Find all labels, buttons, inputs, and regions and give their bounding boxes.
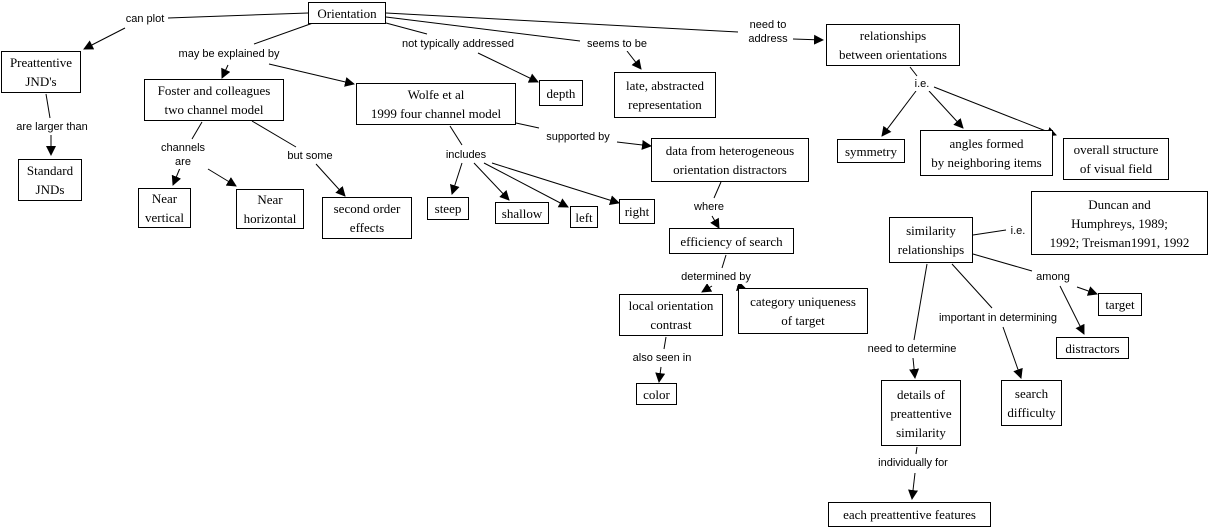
node-details-preattentive-similarity[interactable]: details of preattentive similarity — [881, 380, 961, 446]
edge-line — [483, 162, 569, 208]
edge-line — [491, 162, 620, 206]
edge-line — [951, 263, 993, 309]
node-depth[interactable]: depth — [539, 80, 583, 106]
node-shallow[interactable]: shallow — [495, 202, 549, 224]
node-orientation[interactable]: Orientation — [308, 2, 386, 24]
node-angles-formed[interactable]: angles formed by neighboring items — [920, 130, 1053, 176]
edge-line — [207, 168, 237, 187]
node-duncan-humphreys[interactable]: Duncan and Humphreys, 1989; 1992; Treism… — [1031, 191, 1208, 255]
node-steep[interactable]: steep — [427, 197, 469, 220]
link-label-may-be-explained-by: may be explained by — [177, 47, 281, 61]
link-label-but-some: but some — [286, 149, 334, 163]
link-label-ie-similarity: i.e. — [1009, 224, 1027, 238]
edge-line — [721, 254, 727, 269]
edge-line — [171, 167, 182, 186]
link-label-ie-relationships: i.e. — [913, 77, 931, 91]
link-label-determined-by: determined by — [680, 270, 752, 284]
link-label-supported-by: supported by — [545, 130, 611, 144]
link-label-not-typically-addressed: not typically addressed — [401, 37, 515, 51]
edge-line — [1059, 285, 1085, 335]
node-target[interactable]: target — [1098, 293, 1142, 316]
edge-line — [909, 357, 920, 379]
edge-line — [449, 125, 463, 146]
node-late-abstracted[interactable]: late, abstracted representation — [614, 72, 716, 118]
node-similarity-relationships[interactable]: similarity relationships — [889, 217, 973, 263]
edge-line — [663, 336, 667, 350]
edge-line — [515, 122, 540, 129]
edge-line — [83, 27, 126, 50]
edge-line — [792, 34, 824, 45]
edge-line — [385, 22, 428, 35]
node-standard-jnds[interactable]: Standard JNDs — [18, 159, 82, 201]
link-label-important-in-determining: important in determining — [937, 311, 1059, 325]
node-second-order-effects[interactable]: second order effects — [322, 197, 412, 239]
link-label-need-to-determine: need to determine — [866, 342, 958, 356]
node-each-preattentive-features[interactable]: each preattentive features — [828, 502, 991, 527]
link-label-need-to-address: need to address — [747, 18, 789, 46]
link-label-can-plot: can plot — [124, 12, 166, 26]
edge-line — [45, 93, 51, 119]
edge-line — [315, 163, 346, 197]
edge-line — [251, 120, 297, 148]
node-efficiency-of-search[interactable]: efficiency of search — [669, 228, 794, 254]
node-wolfe-four-channel[interactable]: Wolfe et al 1999 four channel model — [356, 83, 516, 125]
edge-line — [913, 263, 928, 341]
node-left[interactable]: left — [570, 206, 598, 228]
edge-line — [710, 215, 720, 229]
edge-line — [908, 472, 918, 500]
edge-line — [167, 12, 309, 19]
edge-line — [1076, 286, 1098, 296]
edge-line — [881, 90, 917, 137]
edge-line — [626, 50, 642, 70]
link-label-also-seen-in: also seen in — [631, 351, 693, 365]
edge-line — [191, 121, 203, 140]
node-color[interactable]: color — [636, 383, 677, 405]
link-label-includes: includes — [444, 148, 488, 162]
edge-line — [915, 446, 918, 455]
edge-line — [701, 283, 713, 293]
node-foster-two-channel[interactable]: Foster and colleagues two channel model — [144, 79, 284, 121]
edge-line — [972, 253, 1033, 272]
edge-line — [385, 16, 581, 42]
node-near-horizontal[interactable]: Near horizontal — [236, 189, 304, 229]
link-label-seems-to-be: seems to be — [586, 37, 648, 51]
node-preattentive-jnds[interactable]: Preattentive JND's — [1, 51, 81, 93]
edge-line — [268, 63, 355, 87]
edge-line — [385, 12, 739, 33]
node-local-orientation-contrast[interactable]: local orientation contrast — [619, 294, 723, 336]
node-relationships[interactable]: relationships between orientations — [826, 24, 960, 66]
link-label-are-larger-than: are larger than — [15, 120, 89, 134]
link-label-where: where — [693, 200, 725, 214]
link-label-among: among — [1035, 270, 1071, 284]
edge-line — [253, 22, 314, 45]
edge-line — [473, 162, 510, 201]
edge-line — [713, 181, 722, 199]
node-distractors[interactable]: distractors — [1056, 337, 1129, 359]
edge-line — [928, 90, 964, 129]
edge-line — [616, 139, 652, 150]
node-heterogeneous-data[interactable]: data from heterogeneous orientation dist… — [651, 138, 809, 182]
edge-line — [1002, 326, 1023, 379]
link-label-channels-are: channels are — [159, 141, 207, 169]
node-search-difficulty[interactable]: search difficulty — [1001, 380, 1062, 426]
edge-line — [221, 64, 231, 79]
node-near-vertical[interactable]: Near vertical — [138, 188, 191, 228]
node-overall-structure[interactable]: overall structure of visual field — [1063, 138, 1169, 180]
link-label-individually-for: individually for — [877, 456, 949, 470]
edge-line — [909, 66, 918, 77]
edge-line — [933, 86, 1057, 137]
edge-line — [655, 366, 666, 383]
edge-line — [972, 229, 1007, 236]
node-category-uniqueness[interactable]: category uniqueness of target — [738, 288, 868, 334]
edge-line — [477, 52, 539, 83]
node-right[interactable]: right — [619, 199, 655, 224]
edge-line — [450, 162, 463, 195]
node-symmetry[interactable]: symmetry — [837, 139, 905, 163]
